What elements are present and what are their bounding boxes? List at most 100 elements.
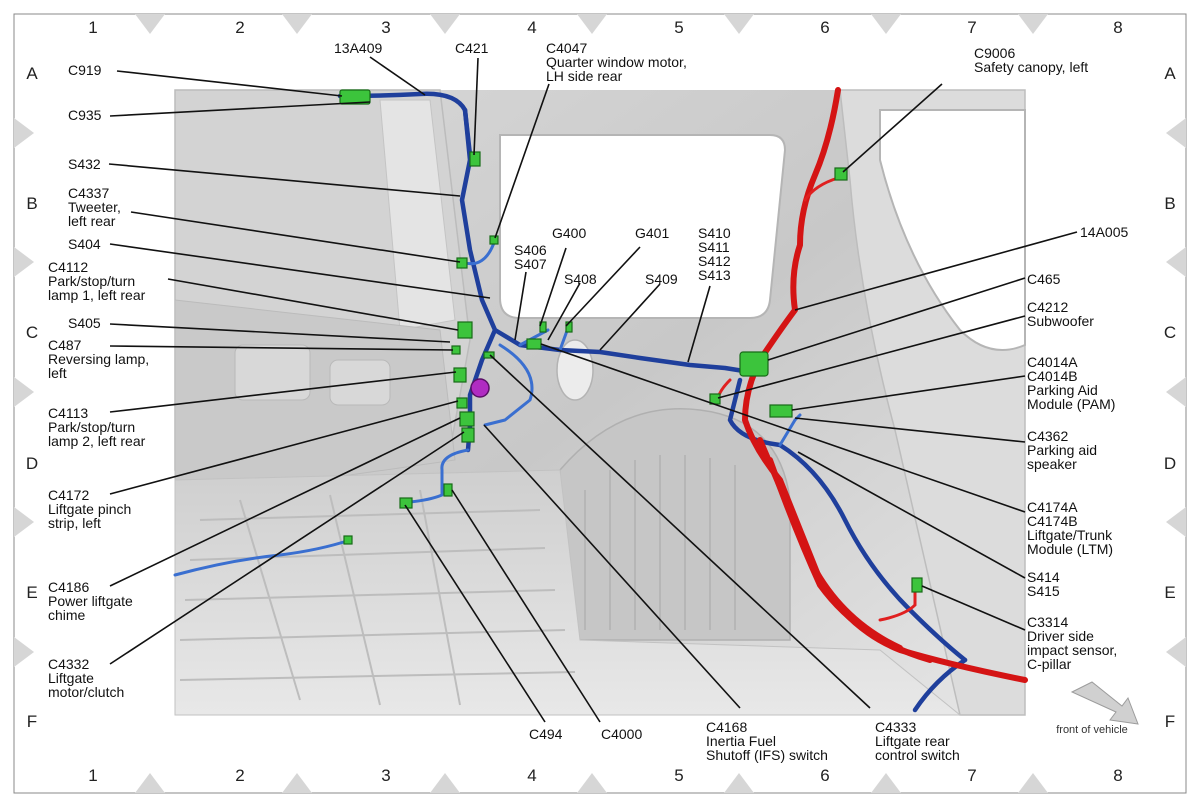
- callout-line: C3314: [1027, 614, 1068, 630]
- callout-line: C4112: [48, 259, 88, 275]
- grid-row-labels-right: A B C D E F: [1164, 64, 1176, 731]
- callout-g401: G401: [635, 225, 669, 241]
- callout-line: C-pillar: [1027, 656, 1072, 672]
- callout-line: S405: [68, 315, 101, 331]
- grid-col-label: 1: [88, 766, 97, 785]
- callout-c4000: C4000: [601, 726, 642, 742]
- callout-line: C4014A: [1027, 354, 1078, 370]
- callout-line: Liftgate/Trunk: [1027, 527, 1113, 543]
- callout-line: C465: [1027, 271, 1061, 287]
- grid-row-label: C: [26, 323, 38, 342]
- callout-line: Park/stop/turn: [48, 273, 135, 289]
- callout-line: chime: [48, 607, 86, 623]
- callout-line: left: [48, 365, 67, 381]
- callout-line: C4212: [1027, 299, 1068, 315]
- callout-line: strip, left: [48, 515, 101, 531]
- leader-lines: [108, 56, 1078, 723]
- callout-line: S407: [514, 256, 547, 272]
- callout-line: C4362: [1027, 428, 1068, 444]
- callout-c935: C935: [68, 107, 102, 123]
- callout-line: left rear: [68, 213, 116, 229]
- callout-line: Parking Aid: [1027, 382, 1098, 398]
- callout-line: Liftgate rear: [875, 733, 950, 749]
- callout-line: lamp 2, left rear: [48, 433, 146, 449]
- grid-col-label: 6: [820, 18, 829, 37]
- callout-line: Driver side: [1027, 628, 1094, 644]
- callout-line: Safety canopy, left: [974, 59, 1088, 75]
- grid-col-label: 5: [674, 18, 683, 37]
- callout-line: C4174A: [1027, 499, 1078, 515]
- callout-line: lamp 1, left rear: [48, 287, 146, 303]
- grid-col-label: 3: [381, 766, 390, 785]
- grid-row-label: D: [26, 454, 38, 473]
- callout-s408: S408: [564, 271, 597, 287]
- callout-line: Parking aid: [1027, 442, 1097, 458]
- callout-line: C4014B: [1027, 368, 1078, 384]
- callout-line: C9006: [974, 45, 1015, 61]
- callout-line: impact sensor,: [1027, 642, 1117, 658]
- callout-line: Inertia Fuel: [706, 733, 776, 749]
- callout-line: Module (LTM): [1027, 541, 1113, 557]
- harness-red: [716, 87, 1028, 683]
- callout-line: C4186: [48, 579, 89, 595]
- callout-line: Park/stop/turn: [48, 419, 135, 435]
- callout-line: Reversing lamp,: [48, 351, 149, 367]
- callout-s405: S405: [68, 315, 101, 331]
- callout-line: C4168: [706, 719, 747, 735]
- callout-line: S413: [698, 267, 731, 283]
- callout-line: S408: [564, 271, 597, 287]
- callout-line: S415: [1027, 583, 1060, 599]
- callout-line: Shutoff (IFS) switch: [706, 747, 828, 763]
- ifs-switch-marker: [470, 378, 490, 398]
- grid-col-label: 3: [381, 18, 390, 37]
- callout-line: Tweeter,: [68, 199, 121, 215]
- callout-c494: C494: [529, 726, 563, 742]
- callout-line: Module (PAM): [1027, 396, 1115, 412]
- grid-col-label: 4: [527, 766, 536, 785]
- callout-line: Liftgate: [48, 670, 94, 686]
- callout-line: S410: [698, 225, 731, 241]
- callout-line: C4047: [546, 40, 587, 56]
- callout-line: Liftgate pinch: [48, 501, 131, 517]
- grid-row-label: F: [1165, 712, 1175, 731]
- grid-row-label: C: [1164, 323, 1176, 342]
- callout-line: S404: [68, 236, 101, 252]
- grid-col-label: 8: [1113, 18, 1122, 37]
- grid-col-label: 2: [235, 18, 244, 37]
- grid-column-labels-bottom: 1 2 3 4 5 6 7 8: [88, 766, 1122, 785]
- callout-line: LH side rear: [546, 68, 623, 84]
- callout-line: S412: [698, 253, 731, 269]
- callout-g400: G400: [552, 225, 586, 241]
- callout-13a409: 13A409: [334, 40, 382, 56]
- callout-line: Power liftgate: [48, 593, 133, 609]
- grid-row-label: D: [1164, 454, 1176, 473]
- grid-col-label: 4: [527, 18, 536, 37]
- front-of-vehicle-label: front of vehicle: [1056, 724, 1128, 736]
- callout-line: C4333: [875, 719, 916, 735]
- callout-line: C421: [455, 40, 489, 56]
- callout-s409: S409: [645, 271, 678, 287]
- grid-col-label: 8: [1113, 766, 1122, 785]
- callout-line: C494: [529, 726, 563, 742]
- callout-line: C4113: [48, 405, 88, 421]
- callout-line: C4174B: [1027, 513, 1078, 529]
- callout-line: C4172: [48, 487, 89, 503]
- callout-line: 13A409: [334, 40, 382, 56]
- grid-col-label: 7: [967, 18, 976, 37]
- grid-row-label: A: [1164, 64, 1176, 83]
